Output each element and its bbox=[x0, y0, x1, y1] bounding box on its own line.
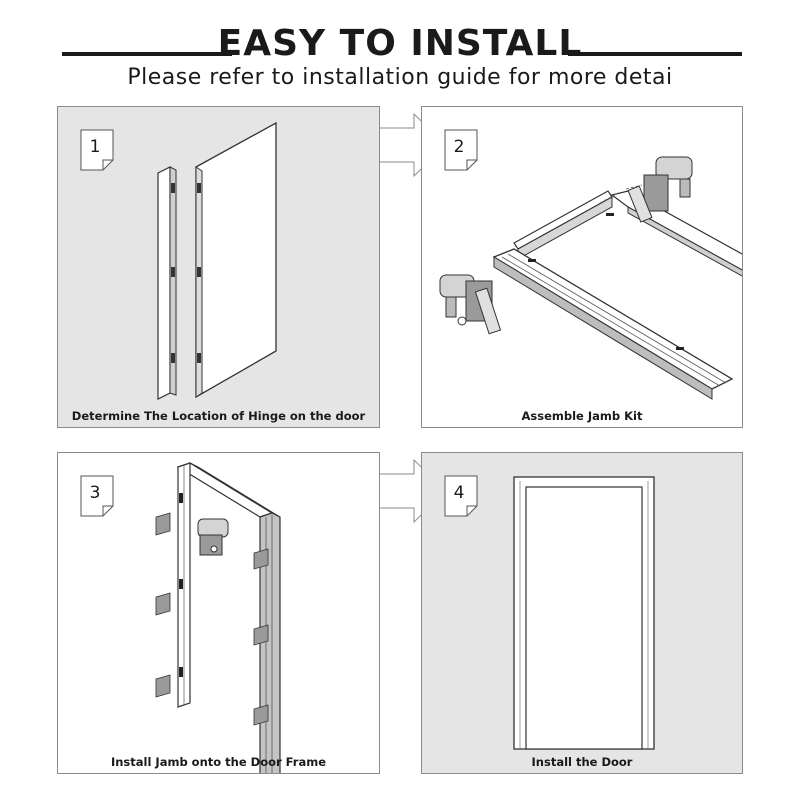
step-panel-3: 3 Install Jamb onto the Door Frame bbox=[57, 452, 380, 774]
page-title: EASY TO INSTALL bbox=[217, 23, 583, 64]
title-rule-left bbox=[62, 52, 232, 56]
step-caption: Assemble Jamb Kit bbox=[521, 409, 643, 423]
step-badge: 1 bbox=[80, 129, 114, 171]
step-number: 1 bbox=[89, 137, 101, 157]
step-number: 2 bbox=[453, 137, 465, 157]
page-corner-icon bbox=[444, 129, 478, 171]
step-badge: 3 bbox=[80, 475, 114, 517]
jamb-kit-illustration bbox=[439, 156, 742, 400]
title-rule-right bbox=[568, 52, 742, 56]
page-subtitle: Please refer to installation guide for m… bbox=[127, 65, 673, 90]
page-corner-icon bbox=[80, 129, 114, 171]
door-hinge-illustration bbox=[157, 121, 277, 400]
page-corner-icon bbox=[444, 475, 478, 517]
step-panel-2: 2 Asse bbox=[421, 106, 743, 428]
step-number: 3 bbox=[89, 483, 101, 503]
step-badge: 4 bbox=[444, 475, 478, 517]
step-panel-1: 1 Determine The Location of Hinge on the… bbox=[57, 106, 380, 428]
step-panel-4: 4 Install the Door bbox=[421, 452, 743, 774]
step-badge: 2 bbox=[444, 129, 478, 171]
frame-install-illustration bbox=[155, 462, 281, 773]
installed-door-illustration bbox=[513, 476, 655, 750]
page-corner-icon bbox=[80, 475, 114, 517]
header: EASY TO INSTALL bbox=[0, 22, 800, 66]
step-caption: Install Jamb onto the Door Frame bbox=[110, 755, 327, 769]
step-number: 4 bbox=[453, 483, 465, 503]
step-caption: Determine The Location of Hinge on the d… bbox=[71, 409, 366, 423]
step-caption: Install the Door bbox=[531, 755, 633, 769]
